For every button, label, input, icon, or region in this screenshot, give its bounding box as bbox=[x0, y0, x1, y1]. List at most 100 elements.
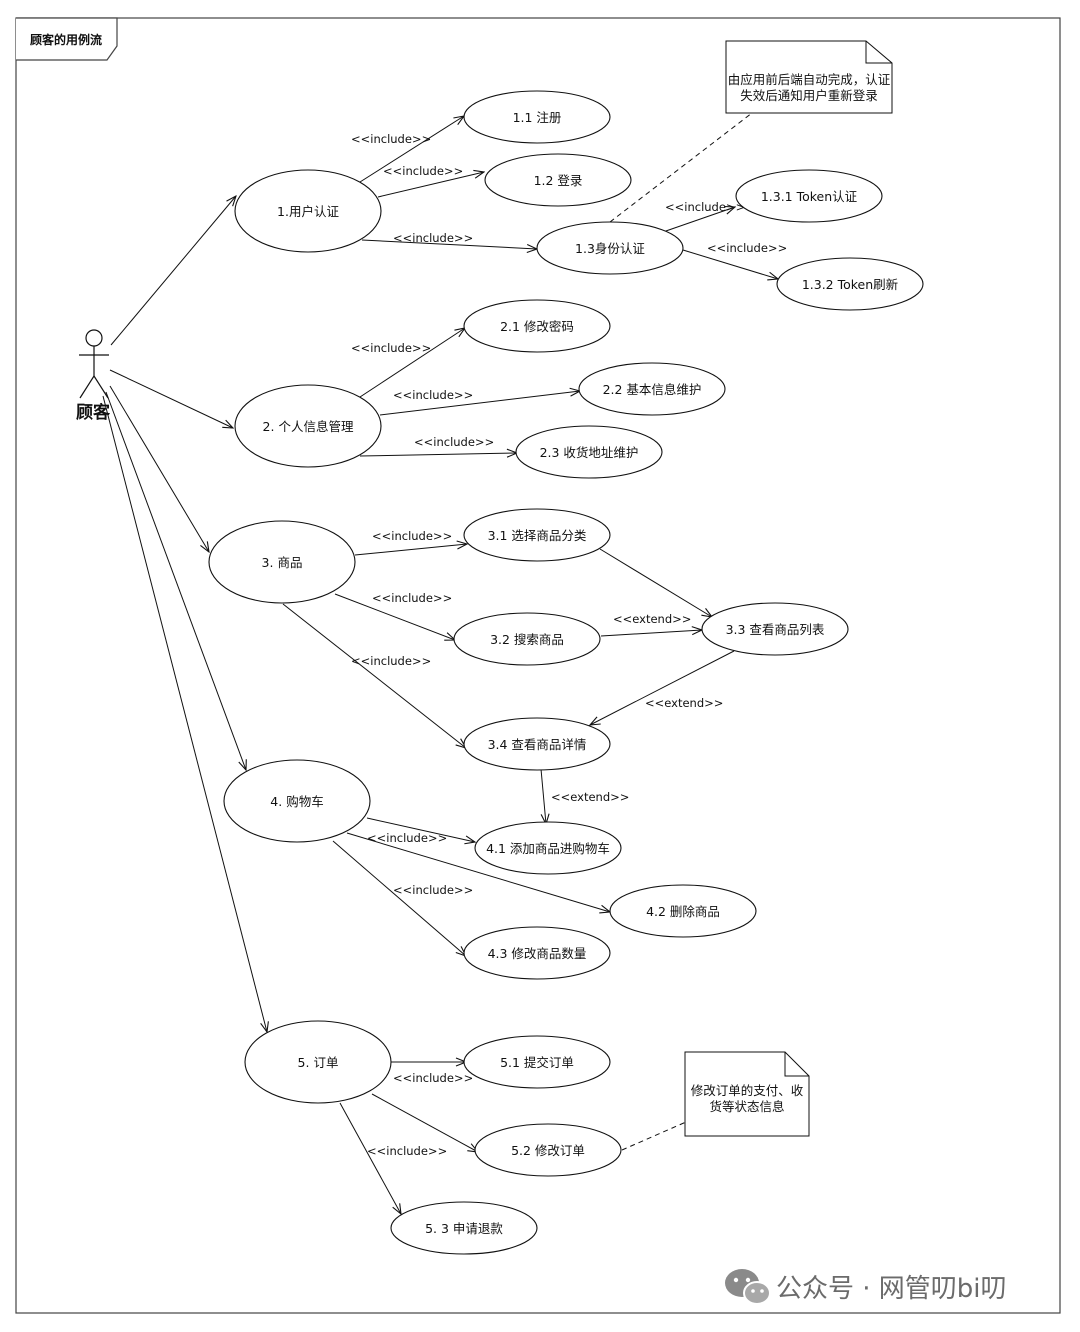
use-case-label: 5. 3 申请退款 bbox=[425, 1221, 503, 1236]
label-include-uc43: <<include>> bbox=[393, 883, 473, 897]
use-case-uc1[interactable] bbox=[234, 169, 382, 253]
use-case-label: 1.3.2 Token刷新 bbox=[802, 277, 898, 292]
use-case-uc31[interactable] bbox=[463, 508, 611, 562]
use-case-uc21[interactable] bbox=[463, 299, 611, 353]
label-extend-uc33-uc34: <<extend>> bbox=[645, 696, 723, 710]
rel-uc2-uc22 bbox=[379, 391, 580, 416]
use-case-label: 2.3 收货地址维护 bbox=[540, 445, 639, 460]
note-order: 修改订单的支付、收 货等状态信息 bbox=[684, 1051, 810, 1137]
rel-uc3-uc31 bbox=[354, 544, 467, 556]
use-case-label: 1.3.1 Token认证 bbox=[761, 189, 858, 204]
label-include-uc12: <<include>> bbox=[383, 164, 463, 178]
use-case-label: 3.3 查看商品列表 bbox=[726, 622, 825, 637]
label-include-uc22: <<include>> bbox=[393, 388, 473, 402]
use-case-label: 4.3 修改商品数量 bbox=[488, 946, 587, 961]
label-include-uc131: <<include>> bbox=[665, 200, 745, 214]
use-case-label: 1.2 登录 bbox=[534, 173, 583, 188]
label-include-uc11: <<include>> bbox=[351, 132, 431, 146]
use-case-label: 3.4 查看商品详情 bbox=[488, 737, 587, 752]
rel-uc2-uc23 bbox=[359, 453, 517, 456]
use-case-uc23[interactable] bbox=[515, 425, 663, 479]
use-case-label: 5. 订单 bbox=[298, 1055, 339, 1070]
use-case-label: 3.1 选择商品分类 bbox=[488, 528, 587, 543]
rel-uc34-uc41 bbox=[540, 768, 546, 824]
use-case-label: 3.2 搜索商品 bbox=[490, 632, 564, 647]
use-case-uc51[interactable] bbox=[463, 1035, 611, 1089]
use-case-uc12[interactable] bbox=[484, 153, 632, 207]
rel-uc5-uc53 bbox=[339, 1102, 401, 1214]
rel-uc1-uc11 bbox=[359, 116, 464, 183]
label-include-uc32: <<include>> bbox=[372, 591, 452, 605]
rel-uc32-uc33 bbox=[600, 630, 702, 637]
label-extend-uc32-uc33: <<extend>> bbox=[613, 612, 691, 626]
rel-uc4-uc43 bbox=[332, 840, 466, 956]
rel-uc3-uc32 bbox=[334, 593, 455, 640]
use-case-uc22[interactable] bbox=[578, 362, 726, 416]
note-auth: 由应用前后端自动完成，认证 失效后通知用户重新登录 bbox=[725, 40, 893, 114]
use-case-uc4[interactable] bbox=[223, 759, 371, 843]
title-tab bbox=[16, 17, 118, 61]
watermark: 公众号 · 网管叨bi叨 bbox=[725, 1269, 1007, 1305]
use-case-uc3[interactable] bbox=[208, 520, 356, 604]
note-order-line-2: 货等状态信息 bbox=[709, 1099, 784, 1114]
use-case-uc43[interactable] bbox=[463, 926, 611, 980]
rel-uc2-uc21 bbox=[359, 328, 465, 398]
actor-figure bbox=[79, 329, 109, 399]
use-case-label: 2. 个人信息管理 bbox=[263, 419, 354, 434]
use-case-label: 4.2 删除商品 bbox=[646, 904, 720, 919]
note-auth-line-1: 由应用前后端自动完成，认证 bbox=[728, 72, 891, 87]
rel-uc13-uc131 bbox=[662, 207, 735, 233]
use-case-label: 2.1 修改密码 bbox=[500, 319, 574, 334]
label-include-uc31: <<include>> bbox=[372, 529, 452, 543]
label-include-uc23: <<include>> bbox=[414, 435, 494, 449]
label-include-uc132: <<include>> bbox=[707, 241, 787, 255]
assoc-actor-uc3 bbox=[109, 385, 209, 552]
label-include-uc34: <<include>> bbox=[351, 654, 431, 668]
label-include-uc41: <<include>> bbox=[367, 831, 447, 845]
note-order-link bbox=[621, 1121, 687, 1151]
rel-uc3-uc34 bbox=[282, 603, 466, 748]
rel-uc13-uc132 bbox=[682, 249, 778, 279]
rel-uc1-uc13 bbox=[361, 239, 537, 249]
use-case-uc11[interactable] bbox=[463, 90, 611, 144]
assoc-actor-uc4 bbox=[105, 391, 246, 770]
use-case-uc32[interactable] bbox=[453, 612, 601, 666]
use-case-label: 2.2 基本信息维护 bbox=[603, 382, 702, 397]
label-include-uc13: <<include>> bbox=[393, 231, 473, 245]
label-include-uc51: <<include>> bbox=[393, 1071, 473, 1085]
note-auth-line-2: 失效后通知用户重新登录 bbox=[740, 88, 878, 103]
watermark-text: 公众号 · 网管叨bi叨 bbox=[776, 1274, 1007, 1304]
label-include-uc21: <<include>> bbox=[351, 341, 431, 355]
use-case-uc52[interactable] bbox=[474, 1123, 622, 1177]
assoc-actor-uc5 bbox=[102, 395, 267, 1032]
rel-uc31-uc33 bbox=[599, 548, 712, 617]
note-order-line-1: 修改订单的支付、收 bbox=[691, 1083, 804, 1098]
diagram-title: 顾客的用例流 bbox=[30, 32, 102, 47]
use-case-uc33[interactable] bbox=[701, 602, 849, 656]
use-case-uc41[interactable] bbox=[474, 821, 622, 875]
use-case-uc53[interactable] bbox=[390, 1201, 538, 1255]
use-case-label: 4.1 添加商品进购物车 bbox=[486, 841, 610, 856]
wechat-icon bbox=[725, 1269, 771, 1305]
use-case-uc2[interactable] bbox=[234, 384, 382, 468]
rel-uc4-uc42 bbox=[346, 832, 610, 912]
use-case-uc5[interactable] bbox=[244, 1020, 392, 1104]
diagram-frame bbox=[15, 17, 1061, 1314]
use-case-uc34[interactable] bbox=[463, 717, 611, 771]
use-case-uc132[interactable] bbox=[776, 257, 924, 311]
assoc-actor-uc1 bbox=[110, 196, 236, 346]
rel-uc5-uc52 bbox=[371, 1093, 478, 1152]
use-case-uc131[interactable] bbox=[735, 169, 883, 223]
note-auth-link bbox=[609, 112, 753, 223]
rel-uc1-uc12 bbox=[377, 172, 484, 198]
use-case-uc13[interactable] bbox=[536, 221, 684, 275]
label-include-uc53: <<include>> bbox=[367, 1144, 447, 1158]
use-case-uc42[interactable] bbox=[609, 884, 757, 938]
rel-uc4-uc41 bbox=[366, 817, 475, 842]
use-case-label: 5.1 提交订单 bbox=[500, 1055, 574, 1070]
rel-uc33-uc34 bbox=[590, 650, 735, 725]
use-case-label: 4. 购物车 bbox=[270, 794, 323, 809]
use-case-label: 1.3身份认证 bbox=[575, 241, 645, 256]
label-extend-uc34-uc41: <<extend>> bbox=[551, 790, 629, 804]
